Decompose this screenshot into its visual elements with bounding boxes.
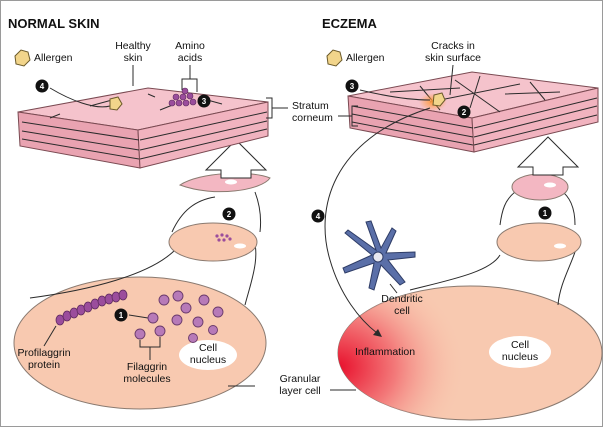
step-4-right-number: 4 [316,212,321,221]
step-2-left [222,207,236,221]
step-4-left [35,79,49,93]
cracks-label-1: Cracks in [431,40,475,52]
skin-texture-left [49,93,223,119]
healthy-skin-label-1: Healthy [115,40,151,52]
filaggrin-label-2: molecules [123,373,170,385]
cell-nucleus-left [179,340,237,370]
profilaggrin-label-2: protein [28,359,60,371]
cracks-leader [449,64,454,96]
step-1-right [538,206,552,220]
step-1-left [114,308,128,322]
dendritic-leader [389,283,398,294]
eczema-panel: ECZEMA Cell nucleus Inflammation 1 Aller… [311,16,603,421]
step-3-right [345,79,359,93]
step-4-right [311,209,325,223]
allergen-label-left: Allergen [34,52,73,64]
allergen-path-right [359,89,431,101]
middle-cell-nucleus-right [554,243,566,249]
allergen-icon-left [14,49,31,67]
skin-cracks [389,75,561,113]
step-4-left-number: 4 [40,82,45,91]
dendritic-cell-core [372,251,384,263]
profilaggrin-label-1: Profilaggrin [17,347,70,359]
cell-nucleus-label-left-1: Cell [199,342,217,354]
normal-skin-panel: NORMAL SKIN Cell nucleus 2 [8,16,271,410]
allergen-on-skin-left [109,96,123,111]
cell-outline-lines-left-upper [171,191,261,233]
top-cell-nucleus-right [544,182,556,188]
allergen-icon-right [326,49,343,67]
granular-cell-label-2: layer cell [279,385,320,397]
step-3-left-number: 3 [202,97,207,106]
top-cell-nucleus-left [225,179,237,185]
profilaggrin-leader [43,325,57,347]
cell-nucleus-label-left-2: nucleus [190,354,226,366]
granular-cell-label-1: Granular [280,373,321,385]
dendritic-label-1: Dendritic [381,293,422,305]
stratum-corneum-label-2: corneum [292,112,333,124]
amino-acids-leader [181,65,198,92]
skin-side-right [471,87,599,153]
middle-cell-nucleus-left [234,243,246,249]
amino-acids-surface [168,87,197,107]
filaggrin-leader [139,337,161,360]
top-cell-right [511,173,569,201]
dendritic-label-2: cell [394,305,410,317]
up-arrow-left [204,139,268,179]
stratum-corneum-bracket-left [266,97,288,119]
step-2-right-number: 2 [462,108,467,117]
amino-dots-middle [215,233,232,242]
step-1-left-number: 1 [119,311,124,320]
eczema-title: ECZEMA [322,16,378,31]
normal-skin-title: NORMAL SKIN [8,16,99,31]
step-3-right-number: 3 [350,82,355,91]
shared-labels: Stratum corneum Granular layer cell [228,97,358,397]
middle-cell-left [168,222,258,262]
middle-cell-right [496,222,582,262]
step-3-left [197,94,211,108]
step-2-left-number: 2 [227,210,232,219]
allergen-path-left [49,87,111,108]
stratum-corneum-label-1: Stratum [292,100,329,112]
granular-cell-leaders [228,385,356,391]
profilaggrin-chain [55,289,128,326]
allergen-label-right: Allergen [346,52,385,64]
amino-acids-label-1: Amino [175,40,205,52]
allergen-entry-path [324,107,431,334]
step-1-right-number: 1 [543,209,548,218]
step-2-right [457,105,471,119]
cell-nucleus-right [489,336,551,368]
healthy-skin-label-2: skin [124,52,143,64]
step-1-arrow-left [128,314,149,319]
cracks-label-2: skin surface [425,52,481,64]
cell-nucleus-label-right-2: nucleus [502,351,538,363]
skin-layer-lines-right [351,97,598,146]
allergen-in-crack [432,92,446,107]
filaggrin-label-1: Filaggrin [127,361,167,373]
amino-acids-label-2: acids [178,52,203,64]
inflammation-label: Inflammation [355,346,415,358]
cell-nucleus-label-right-1: Cell [511,339,529,351]
filaggrin-molecules [134,290,224,343]
stratum-corneum-bracket-right [338,105,358,127]
up-arrow-right [516,136,580,176]
skin-layer-lines-left [21,111,268,160]
entry-path-arrowhead [373,329,382,337]
